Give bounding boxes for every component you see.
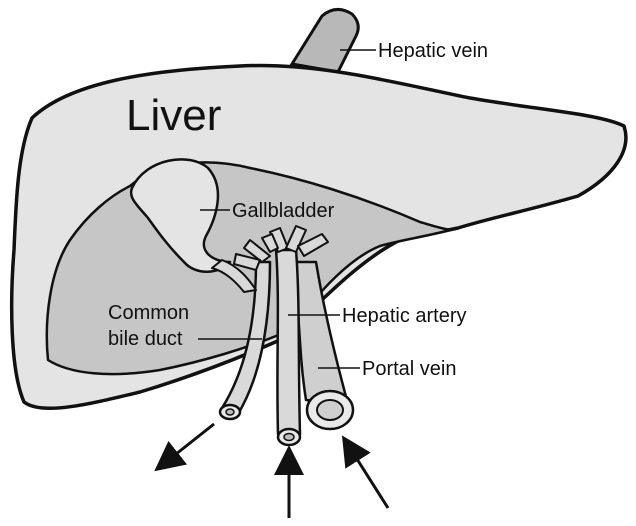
portal-vein-lumen <box>317 400 343 420</box>
hepatic-vein-shape <box>292 9 358 72</box>
liver-title: Liver <box>126 91 221 140</box>
common-bile-duct-label-line1: Common <box>108 302 189 324</box>
common-bile-duct-label-line2: bile duct <box>108 328 183 350</box>
hepatic-artery-lumen <box>284 434 294 441</box>
gallbladder-label: Gallbladder <box>232 200 335 222</box>
hepatic-artery-shape <box>276 250 300 434</box>
bile-flow-arrow <box>166 424 214 462</box>
hepatic-artery-label: Hepatic artery <box>342 305 467 327</box>
common-bile-duct-lumen <box>226 409 234 415</box>
portal-flow-arrow <box>350 448 388 508</box>
hepatic-vein-label: Hepatic vein <box>378 40 488 62</box>
portal-vein-label: Portal vein <box>362 358 457 380</box>
